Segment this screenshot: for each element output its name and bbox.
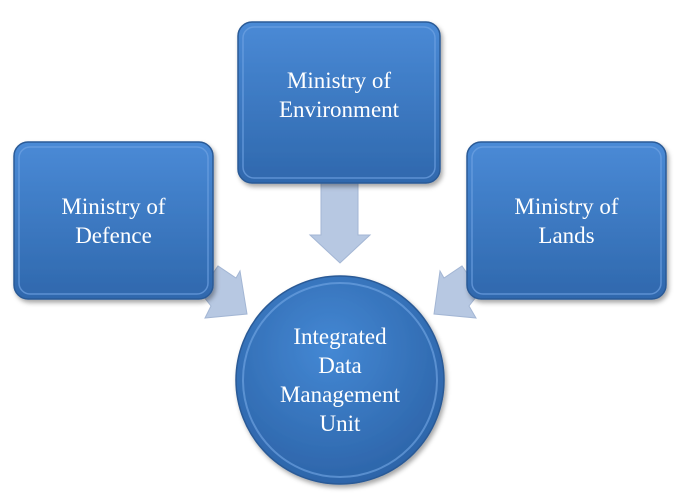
node-defence-line-2: Defence	[75, 222, 152, 248]
arrow-environment-to-unit	[308, 182, 372, 264]
node-lands: Ministry of Lands	[467, 142, 666, 299]
node-unit-line-3: Management	[279, 382, 401, 407]
node-defence: Ministry of Defence	[14, 142, 213, 299]
node-unit-line-1: Integrated	[293, 324, 387, 349]
node-environment: Ministry of Environment	[238, 14, 440, 175]
node-defence-line-1: Ministry of	[61, 193, 166, 219]
node-environment-line-1: Ministry of	[286, 67, 392, 93]
box-defence	[13, 141, 214, 300]
box-environment	[237, 21, 441, 184]
node-lands-line-1: Ministry of	[514, 193, 619, 219]
node-unit-line-2: Data	[318, 353, 362, 378]
node-unit: Integrated Data Management Unit	[236, 276, 444, 484]
circle-unit	[235, 275, 445, 485]
node-lands-line-2: Lands	[538, 222, 595, 248]
node-environment-line-2: Environment	[278, 96, 400, 122]
node-unit-line-4: Unit	[319, 411, 361, 436]
box-lands	[466, 141, 667, 300]
